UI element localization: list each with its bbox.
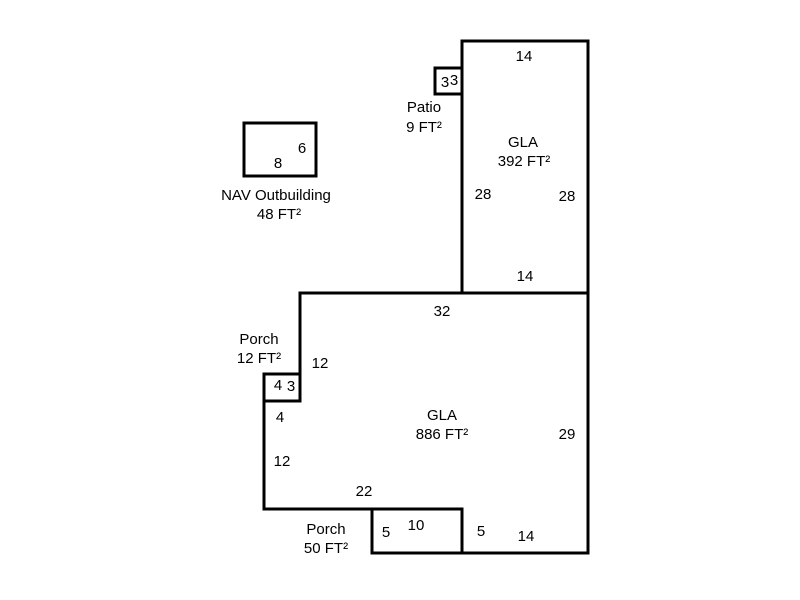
- gla-upper-dim-right: 28: [559, 188, 576, 205]
- gla-upper-dim-left: 28: [475, 186, 492, 203]
- outbuilding-dim-height: 6: [298, 140, 306, 157]
- porch-small-label: Porch: [239, 331, 278, 348]
- gla-main-dim-left-lower: 12: [274, 453, 291, 470]
- gla-main-dim-right: 29: [559, 426, 576, 443]
- gla-upper-area: 392 FT²: [498, 153, 551, 170]
- porch-small-shape: [262, 372, 302, 403]
- patio-dim-1: 3: [441, 74, 449, 91]
- porch-large-shape: [370, 507, 464, 555]
- gla-main-dim-bottom-left: 22: [356, 483, 373, 500]
- gla-main-dim-left-upper: 12: [312, 355, 329, 372]
- gla-upper-dim-top: 14: [516, 48, 533, 65]
- gla-main-dim-bottom-right: 14: [518, 528, 535, 545]
- outbuilding-area: 48 FT²: [257, 206, 301, 223]
- outbuilding-label: NAV Outbuilding: [221, 187, 331, 204]
- gla-main-dim-notch: 5: [477, 523, 485, 540]
- porch-large-dim-side: 5: [382, 524, 390, 541]
- gla-upper-label: GLA: [508, 134, 538, 151]
- porch-small-area: 12 FT²: [237, 350, 281, 367]
- gla-main-area: 886 FT²: [416, 426, 469, 443]
- outbuilding-shape: [242, 121, 318, 178]
- gla-main-label: GLA: [427, 407, 457, 424]
- gla-main-dim-top: 32: [434, 303, 451, 320]
- gla-upper-dim-bottom: 14: [517, 268, 534, 285]
- porch-large-area: 50 FT²: [304, 540, 348, 557]
- gla-main-dim-step: 4: [276, 409, 284, 426]
- outbuilding-dim-width: 8: [274, 155, 282, 172]
- porch-small-dim-2: 3: [287, 378, 295, 395]
- porch-large-dim-width: 10: [408, 517, 425, 534]
- porch-large-label: Porch: [306, 521, 345, 538]
- porch-small-dim-1: 4: [274, 377, 282, 394]
- patio-area: 9 FT²: [406, 119, 442, 136]
- patio-label: Patio: [407, 99, 441, 116]
- patio-dim-2: 3: [450, 72, 458, 89]
